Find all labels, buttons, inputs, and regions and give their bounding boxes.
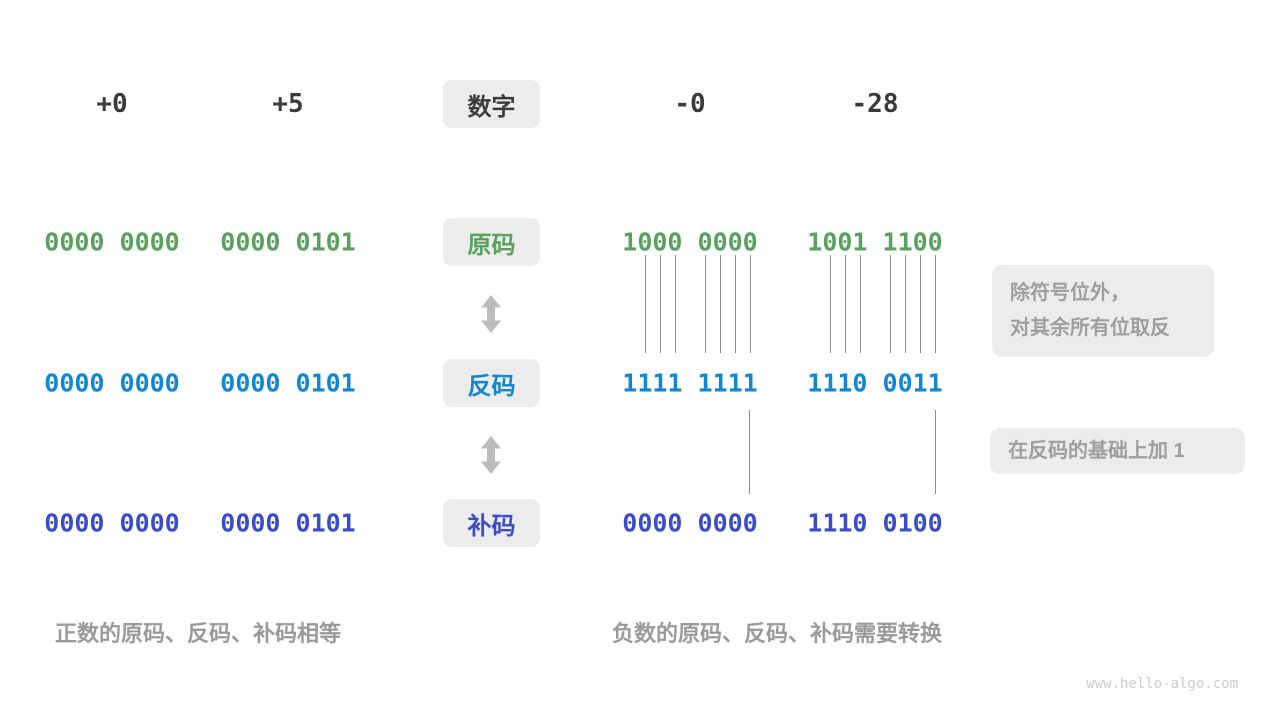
tag-sign-magnitude: 原码 [443, 218, 540, 266]
up-down-arrow-icon [481, 436, 501, 474]
caption-positive-numbers: 正数的原码、反码、补码相等 [55, 621, 342, 646]
tick-line [750, 255, 751, 353]
ones-complement-value-pos-zero: 0000 0000 [44, 368, 180, 398]
sign-magnitude-value-pos-five: 0000 0101 [220, 227, 356, 257]
ones-complement-value-neg-twentyeight: 1110 0011 [807, 368, 943, 398]
number-label-neg-twentyeight: -28 [851, 89, 899, 119]
tick-line [920, 255, 921, 353]
tick-line [935, 410, 936, 494]
tick-line [705, 255, 706, 353]
tick-line [735, 255, 736, 353]
twos-complement-value-pos-five: 0000 0101 [220, 508, 356, 538]
tag-number: 数字 [443, 80, 540, 128]
tick-line [720, 255, 721, 353]
number-label-pos-five: +5 [272, 89, 304, 119]
tag-sign-magnitude-label: 原码 [467, 231, 516, 259]
number-label-pos-zero: +0 [96, 89, 128, 119]
twos-complement-value-neg-twentyeight: 1110 0100 [807, 508, 943, 538]
tick-line [749, 410, 750, 494]
tag-twos-complement: 补码 [443, 499, 540, 547]
ones-complement-value-pos-five: 0000 0101 [220, 368, 356, 398]
tick-line [935, 255, 936, 353]
note-flip-bits: 除符号位外， 对其余所有位取反 [992, 265, 1214, 357]
sign-magnitude-value-neg-zero: 1000 0000 [622, 227, 758, 257]
tick-line [830, 255, 831, 353]
note-add-one: 在反码的基础上加 1 [990, 428, 1245, 474]
tag-ones-complement-label: 反码 [467, 372, 516, 400]
note-flip-bits-line1: 除符号位外， [1010, 282, 1130, 304]
tick-line [845, 255, 846, 353]
up-down-arrow-icon [481, 295, 501, 333]
note-add-one-text: 在反码的基础上加 1 [1008, 439, 1185, 462]
number-label-neg-zero: -0 [674, 89, 706, 119]
note-flip-bits-line2: 对其余所有位取反 [1010, 317, 1170, 339]
sign-magnitude-value-pos-zero: 0000 0000 [44, 227, 180, 257]
tag-twos-complement-label: 补码 [467, 512, 516, 540]
tick-line [905, 255, 906, 353]
sign-magnitude-value-neg-twentyeight: 1001 1100 [807, 227, 943, 257]
ones-complement-value-neg-zero: 1111 1111 [622, 368, 758, 398]
tick-line [660, 255, 661, 353]
twos-complement-value-neg-zero: 0000 0000 [622, 508, 758, 538]
tick-line [890, 255, 891, 353]
tick-line [860, 255, 861, 353]
tick-line [645, 255, 646, 353]
tag-number-label: 数字 [467, 93, 516, 121]
tag-ones-complement: 反码 [443, 359, 540, 407]
tick-line [675, 255, 676, 353]
watermark-url: www.hello-algo.com [1086, 676, 1238, 692]
twos-complement-value-pos-zero: 0000 0000 [44, 508, 180, 538]
caption-negative-numbers: 负数的原码、反码、补码需要转换 [612, 621, 943, 646]
